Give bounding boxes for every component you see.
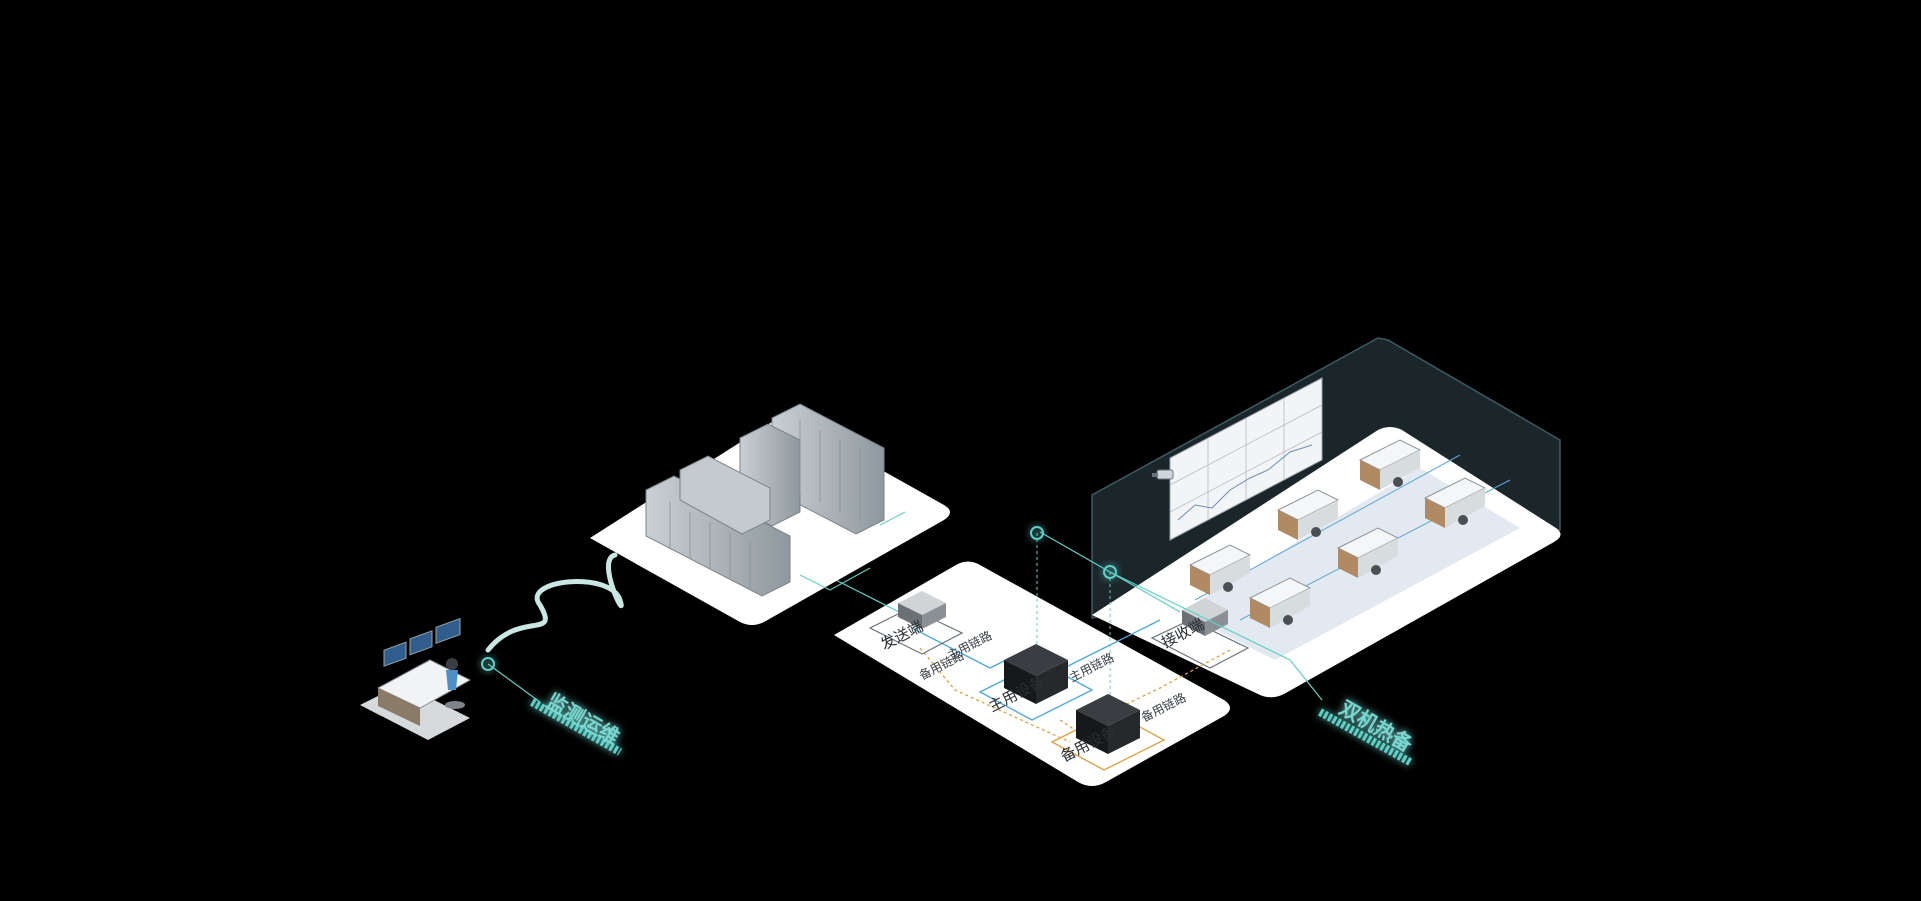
monitoring-label: 监测运维 [543,689,624,750]
device-platform: 发送端 主用设备 备用设备 主用链路 备用链路 主用链路 备用链路 [819,531,1291,786]
video-wall [1169,377,1323,541]
camera-icon [1152,469,1174,480]
control-room: 接收端 [1091,337,1561,698]
workstation-icon [1188,439,1487,628]
monitoring-callout: 监测运维 [481,657,624,756]
fiber-cable [485,552,624,653]
server-room [590,403,950,625]
primary-device: 主用设备 [978,644,1094,721]
operator-console-icon [360,617,472,740]
server-rack-icon [645,403,885,597]
